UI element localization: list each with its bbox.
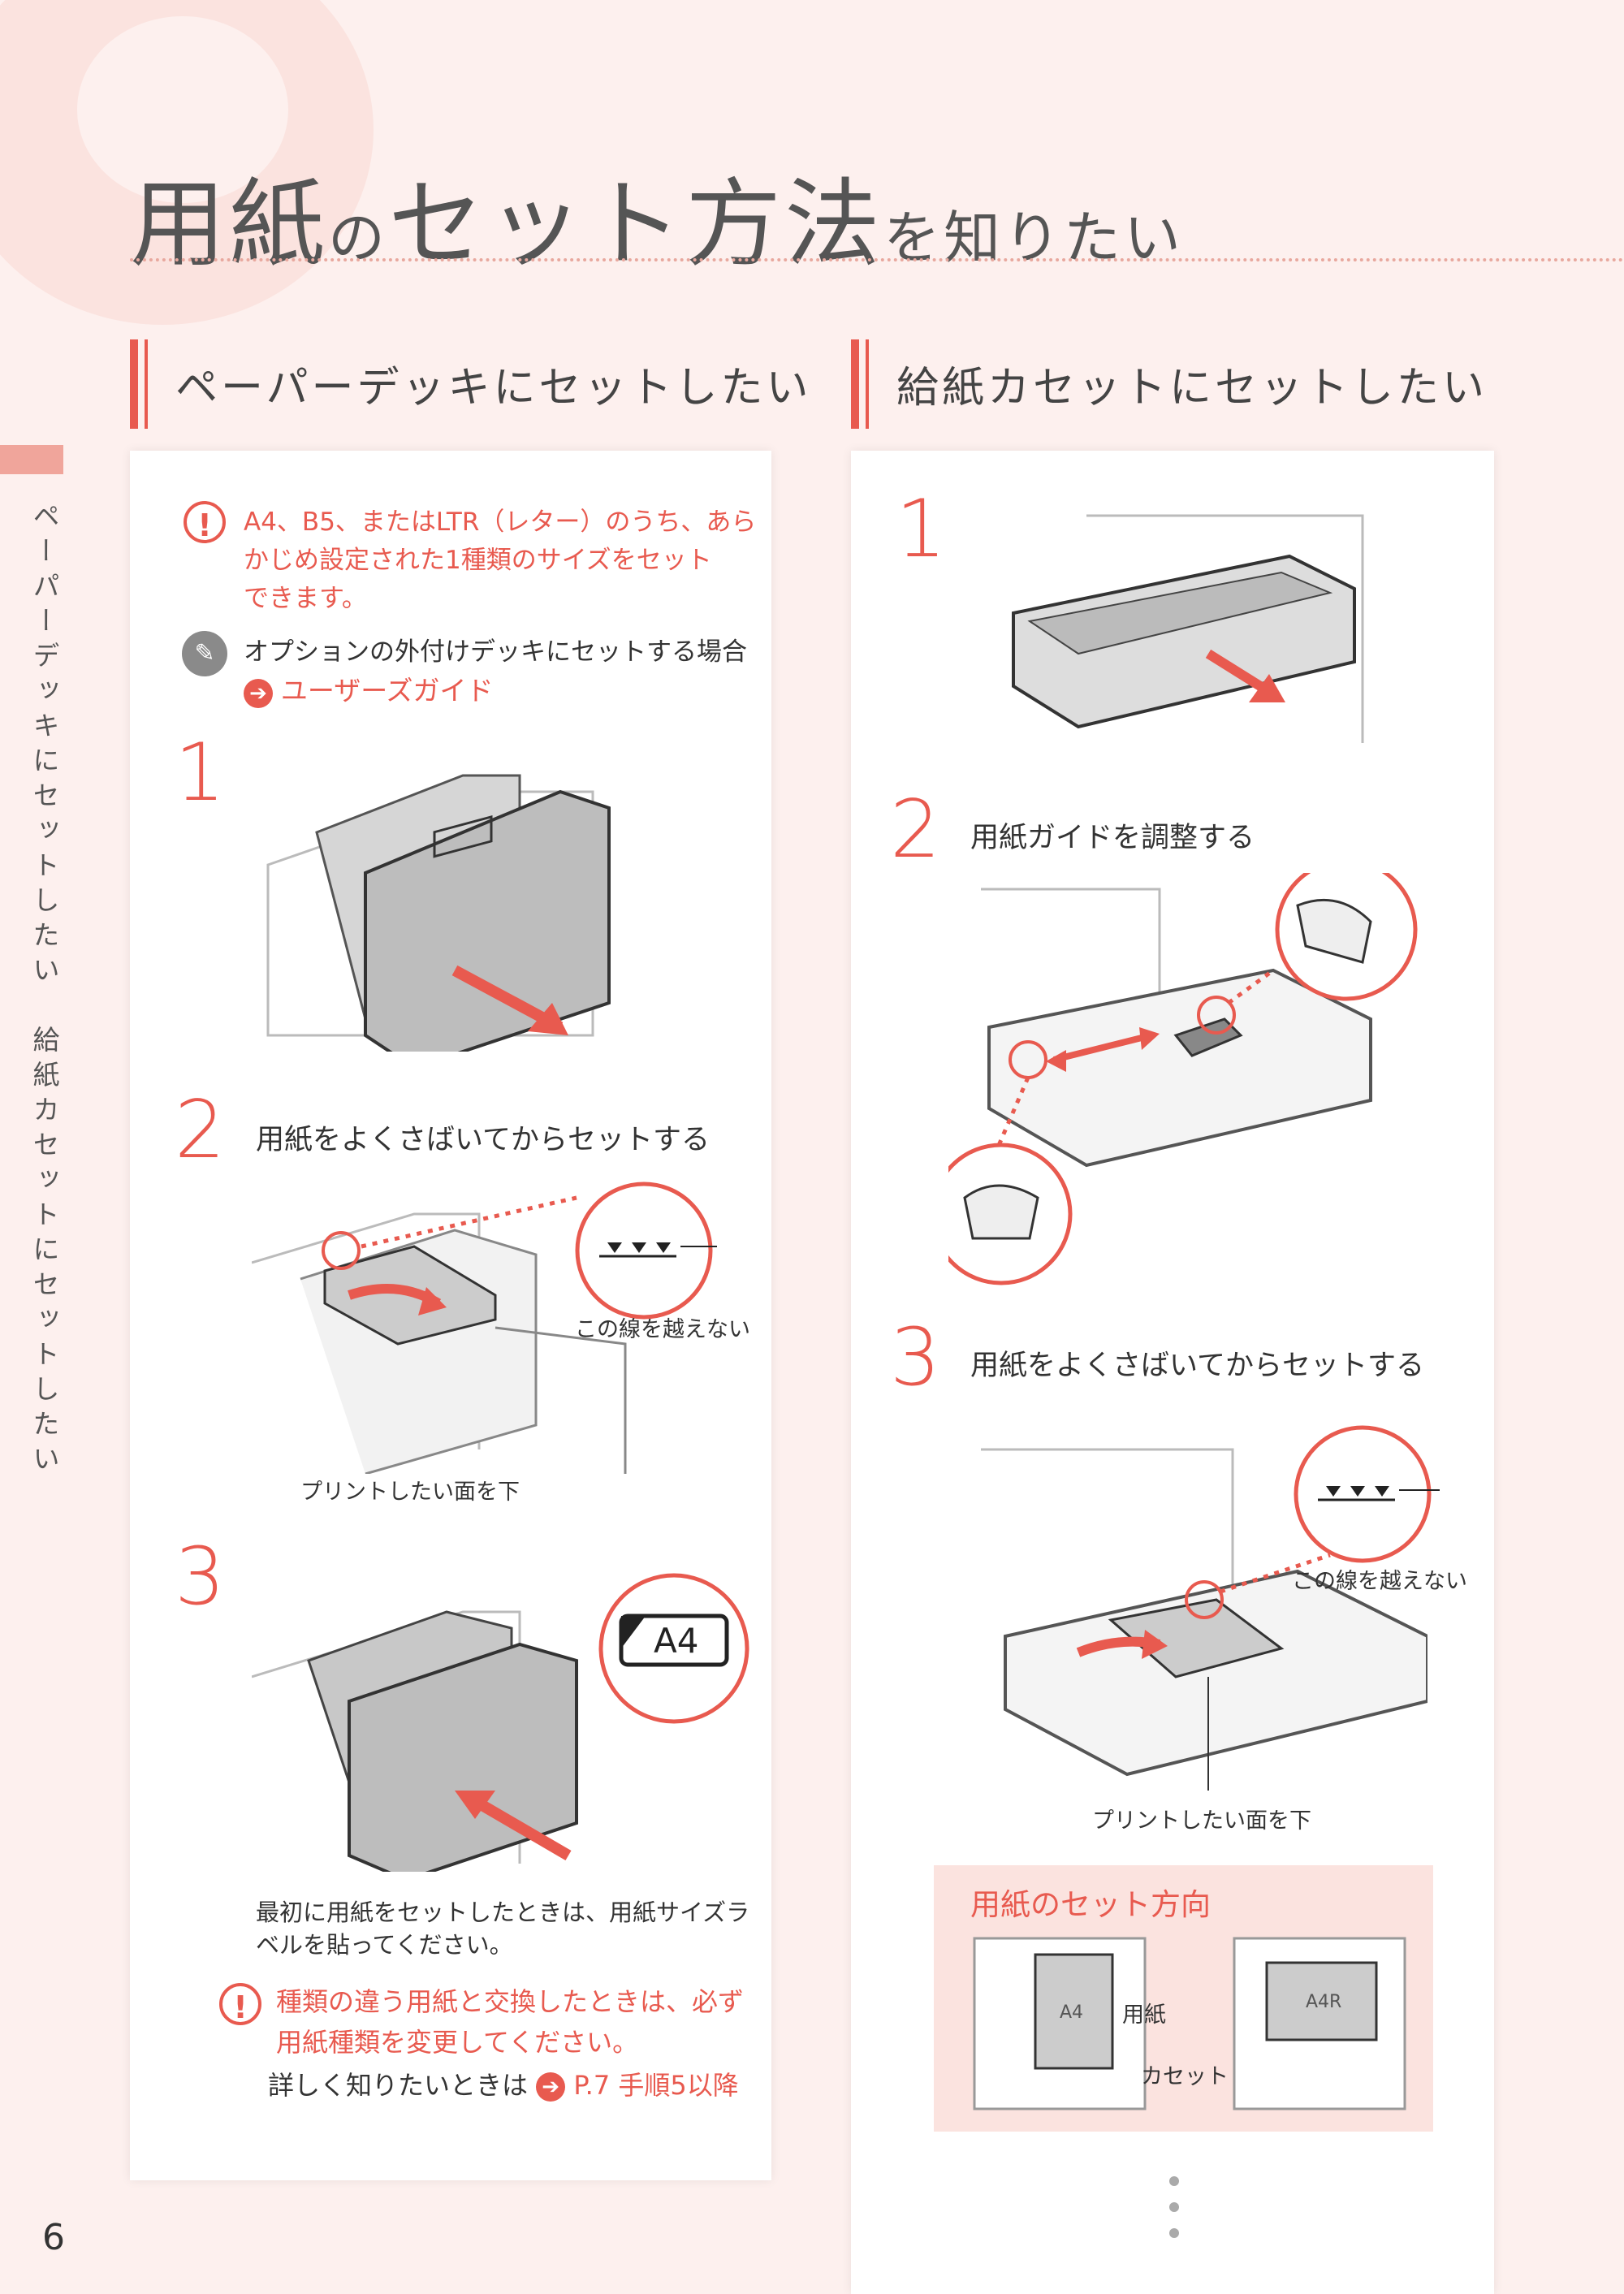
paper-direction-title: 用紙のセット方向 xyxy=(970,1887,1211,1922)
step-number: 3 xyxy=(890,1311,941,1404)
pencil-icon: ✎ xyxy=(182,631,227,676)
detail-reference: 詳しく知りたいときは ➔ P.7 手順5以降 xyxy=(268,2070,739,2102)
svg-text:A4R: A4R xyxy=(1306,1992,1341,2012)
option-note: オプションの外付けデッキにセットする場合 ➔ ユーザーズガイド xyxy=(244,633,747,711)
size-label-note: 最初に用紙をセットしたときは、用紙サイズラ ベルを貼ってください。 xyxy=(256,1899,750,1959)
paper-direction-box: 用紙のセット方向 A4 用紙 カセット A4R xyxy=(934,1865,1433,2132)
step-number: 1 xyxy=(175,727,226,819)
fill-line-caption: この線を越えない xyxy=(575,1317,750,1342)
fill-line-caption: この線を越えない xyxy=(1292,1569,1467,1594)
warning-icon: ! xyxy=(184,501,226,543)
user-guide-link[interactable]: ➔ ユーザーズガイド xyxy=(244,672,747,711)
print-side-caption: プリントしたい面を下 xyxy=(1092,1808,1311,1834)
cassette-caption: カセット xyxy=(1141,2064,1229,2089)
step-text: 用紙ガイドを調整する xyxy=(970,822,1255,854)
step-number: 2 xyxy=(175,1084,226,1177)
fill-line-zoom xyxy=(575,1182,717,1320)
side-label: ペーパーデッキにセットしたい 給紙カセットにセットしたい xyxy=(28,502,60,1480)
step-text: 用紙をよくさばいてからセットする xyxy=(256,1124,710,1156)
paper-deck-load-illustration xyxy=(252,1195,627,1474)
svg-text:A4: A4 xyxy=(654,1621,698,1661)
left-panel: ! A4、B5、またはLTR（レター）のうち、あら かじめ設定された1種類のサイ… xyxy=(130,451,771,2180)
paper-deck-close-illustration xyxy=(252,1610,578,1872)
portrait-tray-diagram: A4 xyxy=(973,1937,1147,2110)
title-divider xyxy=(130,258,1624,261)
background-question-mark-inner xyxy=(77,16,288,203)
step-number: 1 xyxy=(896,483,947,576)
side-tab xyxy=(0,445,63,474)
continuation-dots xyxy=(1169,2176,1179,2254)
arrow-right-icon: ➔ xyxy=(244,678,273,708)
size-label-zoom: A4 xyxy=(598,1573,749,1724)
paper-guide-adjust-illustration xyxy=(948,873,1418,1285)
landscape-tray-diagram: A4R xyxy=(1233,1937,1406,2110)
step-text: 用紙をよくさばいてからセットする xyxy=(970,1350,1424,1382)
warning-icon: ! xyxy=(219,1983,261,2025)
paper-deck-open-illustration xyxy=(266,774,611,1052)
step-number: 2 xyxy=(890,784,941,876)
deck-size-warning: A4、B5、またはLTR（レター）のうち、あら かじめ設定された1種類のサイズを… xyxy=(244,508,757,613)
section-heading-paper-deck: ペーパーデッキにセットしたい xyxy=(130,337,811,430)
print-side-caption: プリントしたい面を下 xyxy=(300,1480,520,1505)
cassette-load-illustration xyxy=(981,1448,1427,1791)
svg-text:A4: A4 xyxy=(1060,2002,1083,2023)
page-number: 6 xyxy=(42,2217,65,2258)
detail-link[interactable]: ➔ P.7 手順5以降 xyxy=(536,2070,739,2102)
paper-caption: 用紙 xyxy=(1122,2002,1166,2028)
page-title: 用紙のセット方法を知りたい xyxy=(130,168,1185,280)
arrow-right-icon: ➔ xyxy=(536,2072,566,2102)
section-heading-cassette: 給紙カセットにセットしたい xyxy=(851,337,1488,430)
cassette-open-illustration xyxy=(1012,514,1364,743)
fill-line-zoom xyxy=(1294,1425,1440,1563)
paper-type-warning: 種類の違う用紙と交換したときは、必ず 用紙種類を変更してください。 xyxy=(276,1986,745,2058)
step-number: 3 xyxy=(175,1531,226,1623)
